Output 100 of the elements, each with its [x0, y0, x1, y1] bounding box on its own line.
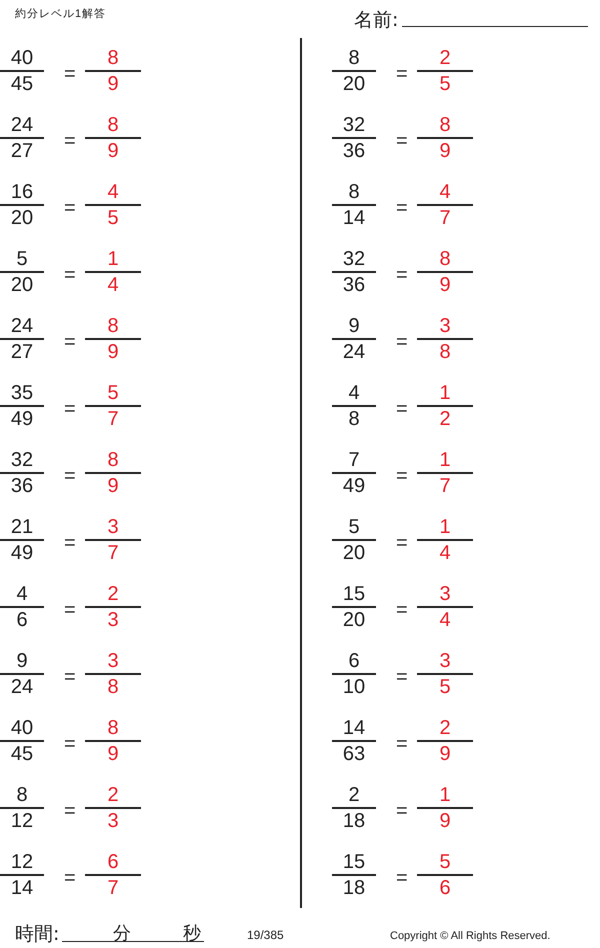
equals-sign: = [64, 397, 76, 421]
numerator: 12 [10, 850, 34, 874]
numerator: 1 [439, 381, 451, 405]
denominator: 12 [10, 808, 34, 832]
denominator: 27 [10, 340, 34, 364]
denominator: 7 [107, 406, 119, 430]
equals-sign: = [64, 129, 76, 153]
numerator: 8 [348, 180, 360, 204]
denominator: 49 [10, 406, 34, 430]
equals-sign: = [396, 464, 408, 488]
equals-sign: = [396, 732, 408, 756]
denominator: 20 [342, 608, 366, 632]
numerator: 15 [342, 850, 366, 874]
denominator: 20 [10, 272, 34, 296]
numerator: 14 [342, 716, 366, 740]
numerator: 1 [439, 783, 451, 807]
numerator: 9 [348, 314, 360, 338]
denominator: 49 [342, 474, 366, 498]
worksheet-title: 約分レベル1解答 [15, 7, 106, 22]
equals-sign: = [396, 129, 408, 153]
numerator: 32 [10, 448, 34, 472]
equals-sign: = [396, 397, 408, 421]
equals-sign: = [396, 196, 408, 220]
numerator: 8 [107, 46, 119, 70]
numerator: 1 [439, 448, 451, 472]
name-label: 名前: [354, 8, 398, 33]
denominator: 9 [107, 742, 119, 766]
numerator: 4 [439, 180, 451, 204]
numerator: 8 [439, 247, 451, 271]
denominator: 18 [342, 876, 366, 900]
denominator: 3 [107, 808, 119, 832]
numerator: 8 [107, 113, 119, 137]
denominator: 4 [439, 608, 451, 632]
numerator: 7 [348, 448, 360, 472]
denominator: 14 [10, 876, 34, 900]
denominator: 7 [439, 474, 451, 498]
denominator: 5 [439, 72, 451, 96]
denominator: 9 [439, 742, 451, 766]
equals-sign: = [396, 799, 408, 823]
equals-sign: = [64, 62, 76, 86]
numerator: 32 [342, 247, 366, 271]
numerator: 15 [342, 582, 366, 606]
denominator: 7 [107, 540, 119, 564]
numerator: 5 [348, 515, 360, 539]
numerator: 40 [10, 46, 34, 70]
equals-sign: = [396, 598, 408, 622]
numerator: 32 [342, 113, 366, 137]
denominator: 9 [107, 340, 119, 364]
numerator: 4 [348, 381, 360, 405]
denominator: 7 [107, 876, 119, 900]
numerator: 8 [107, 716, 119, 740]
numerator: 5 [439, 850, 451, 874]
numerator: 8 [16, 783, 28, 807]
denominator: 6 [16, 608, 28, 632]
numerator: 6 [348, 649, 360, 673]
denominator: 24 [342, 340, 366, 364]
denominator: 9 [439, 272, 451, 296]
equals-sign: = [64, 330, 76, 354]
equals-sign: = [64, 196, 76, 220]
numerator: 2 [107, 783, 119, 807]
equals-sign: = [64, 866, 76, 890]
denominator: 36 [10, 474, 34, 498]
equals-sign: = [64, 732, 76, 756]
numerator: 1 [107, 247, 119, 271]
numerator: 4 [16, 582, 28, 606]
numerator: 3 [107, 515, 119, 539]
denominator: 10 [342, 674, 366, 698]
numerator: 8 [348, 46, 360, 70]
equals-sign: = [64, 263, 76, 287]
denominator: 20 [10, 206, 34, 230]
denominator: 24 [10, 674, 34, 698]
denominator: 2 [439, 406, 451, 430]
denominator: 20 [342, 72, 366, 96]
equals-sign: = [396, 62, 408, 86]
denominator: 8 [439, 340, 451, 364]
numerator: 2 [348, 783, 360, 807]
numerator: 3 [439, 582, 451, 606]
numerator: 1 [439, 515, 451, 539]
denominator: 18 [342, 808, 366, 832]
numerator: 8 [439, 113, 451, 137]
denominator: 8 [348, 406, 360, 430]
denominator: 27 [10, 138, 34, 162]
numerator: 2 [107, 582, 119, 606]
denominator: 8 [107, 674, 119, 698]
numerator: 5 [107, 381, 119, 405]
equals-sign: = [64, 665, 76, 689]
denominator: 45 [10, 742, 34, 766]
equals-sign: = [396, 866, 408, 890]
denominator: 4 [107, 272, 119, 296]
denominator: 6 [439, 876, 451, 900]
minutes-unit: 分 [113, 922, 131, 946]
numerator: 8 [107, 448, 119, 472]
numerator: 24 [10, 113, 34, 137]
denominator: 4 [439, 540, 451, 564]
denominator: 36 [342, 272, 366, 296]
denominator: 9 [107, 72, 119, 96]
equals-sign: = [64, 464, 76, 488]
numerator: 2 [439, 46, 451, 70]
denominator: 5 [107, 206, 119, 230]
denominator: 9 [439, 138, 451, 162]
